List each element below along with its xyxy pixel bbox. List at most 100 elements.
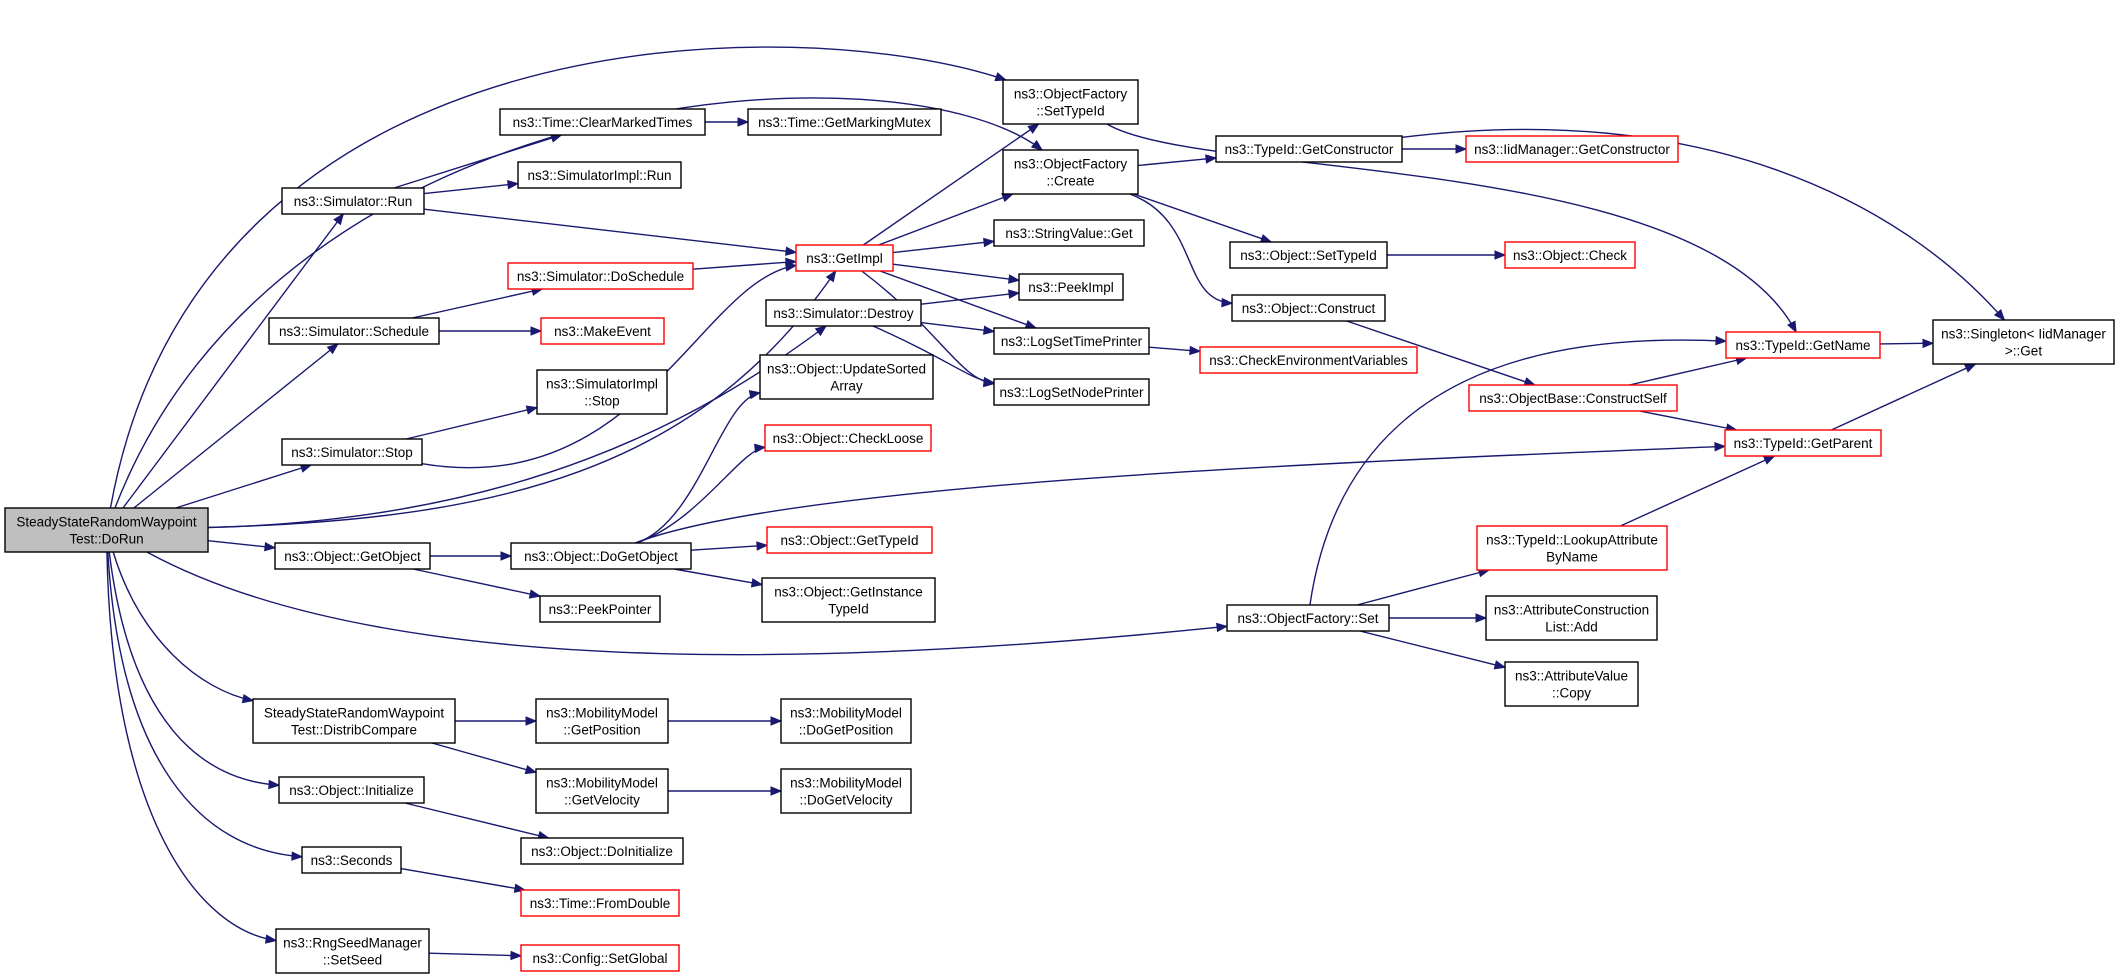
node-makeEvent[interactable]: ns3::MakeEvent	[540, 317, 665, 345]
edge-ofSet-to-lookupAttr	[1356, 568, 1491, 606]
node-configSetGlobal[interactable]: ns3::Config::SetGlobal	[520, 944, 680, 972]
edge-line	[920, 292, 1020, 305]
node-checkEnv[interactable]: ns3::CheckEnvironmentVariables	[1199, 346, 1418, 374]
node-iidGetConstructor[interactable]: ns3::IidManager::GetConstructor	[1465, 135, 1679, 163]
node-peekImpl[interactable]: ns3::PeekImpl	[1018, 273, 1124, 301]
edge-getImpl-to-ofCreate	[878, 193, 1014, 246]
node-box	[1229, 241, 1388, 269]
edge-line	[690, 544, 768, 551]
node-doSchedule[interactable]: ns3::Simulator::DoSchedule	[507, 262, 694, 290]
node-simDestroy[interactable]: ns3::Simulator::Destroy	[765, 299, 922, 327]
node-label: ::Create	[1046, 174, 1094, 189]
node-getTypeId[interactable]: ns3::Object::GetTypeId	[766, 526, 933, 554]
node-objDoInitialize[interactable]: ns3::Object::DoInitialize	[520, 837, 684, 865]
node-getObject[interactable]: ns3::Object::GetObject	[274, 542, 431, 570]
node-mmDoGetVelocity[interactable]: ns3::MobilityModel::DoGetVelocity	[780, 768, 912, 814]
edge-line	[878, 193, 1013, 246]
node-mmGetPosition[interactable]: ns3::MobilityModel::GetPosition	[535, 698, 669, 744]
node-box	[766, 526, 933, 554]
edge-line	[1133, 193, 1272, 243]
arrowhead-icon	[264, 934, 278, 944]
edge-objInitialize-to-objDoInitialize	[404, 802, 550, 841]
node-box	[1932, 319, 2115, 365]
edge-simDestroy-to-logSetNode	[872, 325, 996, 387]
node-box	[278, 776, 425, 804]
edge-line	[207, 270, 837, 529]
node-mmDoGetPosition[interactable]: ns3::MobilityModel::DoGetPosition	[780, 698, 912, 744]
arrowhead-icon	[983, 325, 996, 335]
edge-root-to-simStop	[175, 463, 313, 509]
node-rngSetSeed[interactable]: ns3::RngSeedManager::SetSeed	[275, 928, 430, 974]
node-getImpl[interactable]: ns3::GetImpl	[795, 244, 894, 272]
node-objCheck[interactable]: ns3::Object::Check	[1504, 241, 1636, 269]
node-getMarkingMutex[interactable]: ns3::Time::GetMarkingMutex	[747, 108, 942, 136]
arrowhead-icon	[1494, 250, 1507, 260]
node-box	[761, 577, 936, 623]
node-label: ns3::ObjectFactory::Set	[1237, 611, 1378, 626]
node-ofCreate[interactable]: ns3::ObjectFactory::Create	[1002, 149, 1139, 195]
node-attrValCopy[interactable]: ns3::AttributeValue::Copy	[1504, 661, 1639, 707]
node-typeIdGetConstructor[interactable]: ns3::TypeId::GetConstructor	[1215, 135, 1403, 163]
node-label: ns3::RngSeedManager	[283, 936, 422, 951]
node-label: ns3::Time::GetMarkingMutex	[758, 115, 931, 130]
nodes-layer: SteadyStateRandomWaypointTest::DoRunns3:…	[4, 79, 2115, 974]
arrowhead-icon	[1027, 123, 1040, 134]
edge-ofSet-to-attrValCopy	[1359, 630, 1507, 670]
node-typeIdGetName[interactable]: ns3::TypeId::GetName	[1725, 331, 1881, 359]
arrowhead-icon	[784, 262, 798, 272]
arrowhead-icon	[525, 716, 538, 726]
node-doGetObject[interactable]: ns3::Object::DoGetObject	[510, 542, 692, 570]
node-singletonGet[interactable]: ns3::Singleton< IidManager>::Get	[1932, 319, 2115, 365]
arrowhead-icon	[1205, 154, 1218, 164]
node-box	[1504, 661, 1639, 707]
node-logSetNode[interactable]: ns3::LogSetNodePrinter	[993, 378, 1150, 406]
edge-line	[1309, 339, 1727, 606]
edge-ofCreate-to-objConstruct	[1129, 193, 1234, 308]
edge-lookupAttr-to-typeIdGetParent	[1620, 455, 1776, 527]
node-simRun[interactable]: ns3::Simulator::Run	[281, 187, 425, 215]
edge-simStop-to-simImplStop	[406, 405, 539, 440]
node-label: ns3::PeekImpl	[1028, 280, 1114, 295]
node-seconds[interactable]: ns3::Seconds	[301, 846, 402, 874]
node-box	[795, 244, 894, 272]
edge-getImpl-to-ofSetTypeId	[862, 123, 1040, 246]
node-label: ns3::Time::FromDouble	[530, 896, 671, 911]
node-ofSetTypeId[interactable]: ns3::ObjectFactory::SetTypeId	[1002, 79, 1139, 125]
edge-root-to-ofSet	[146, 551, 1229, 656]
node-typeIdGetParent[interactable]: ns3::TypeId::GetParent	[1724, 429, 1882, 457]
node-label: ::Copy	[1552, 686, 1591, 701]
edge-line	[920, 321, 995, 333]
node-checkLoose[interactable]: ns3::Object::CheckLoose	[764, 424, 932, 452]
node-schedule[interactable]: ns3::Simulator::Schedule	[268, 317, 440, 345]
node-box	[535, 698, 669, 744]
node-clearMarked[interactable]: ns3::Time::ClearMarkedTimes	[499, 108, 706, 136]
node-simImplStop[interactable]: ns3::SimulatorImpl::Stop	[536, 369, 668, 415]
edge-line	[636, 446, 766, 544]
node-fromDouble[interactable]: ns3::Time::FromDouble	[520, 889, 680, 917]
node-stringValueGet[interactable]: ns3::StringValue::Get	[993, 219, 1145, 247]
node-logSetTime[interactable]: ns3::LogSetTimePrinter	[993, 327, 1150, 355]
node-objInitialize[interactable]: ns3::Object::Initialize	[278, 776, 425, 804]
node-mmGetVelocity[interactable]: ns3::MobilityModel::GetVelocity	[535, 768, 669, 814]
node-objSetTypeId[interactable]: ns3::Object::SetTypeId	[1229, 241, 1388, 269]
node-ofSet[interactable]: ns3::ObjectFactory::Set	[1226, 604, 1390, 632]
node-box	[780, 768, 912, 814]
node-distribCompare[interactable]: SteadyStateRandomWaypointTest::DistribCo…	[252, 698, 456, 744]
arrowhead-icon	[770, 716, 783, 726]
edge-line	[862, 123, 1040, 246]
node-peekPointer[interactable]: ns3::PeekPointer	[539, 595, 661, 623]
node-simImplRun[interactable]: ns3::SimulatorImpl::Run	[517, 161, 682, 189]
edge-getImpl-to-stringValueGet	[892, 237, 996, 254]
edge-line	[400, 867, 525, 891]
node-constructSelf[interactable]: ns3::ObjectBase::ConstructSelf	[1468, 384, 1678, 412]
node-simStop[interactable]: ns3::Simulator::Stop	[281, 438, 423, 466]
node-label: ns3::PeekPointer	[549, 602, 652, 617]
edge-line	[1620, 455, 1775, 527]
node-label: ns3::ObjectFactory	[1014, 157, 1128, 172]
node-objConstruct[interactable]: ns3::Object::Construct	[1231, 294, 1386, 322]
